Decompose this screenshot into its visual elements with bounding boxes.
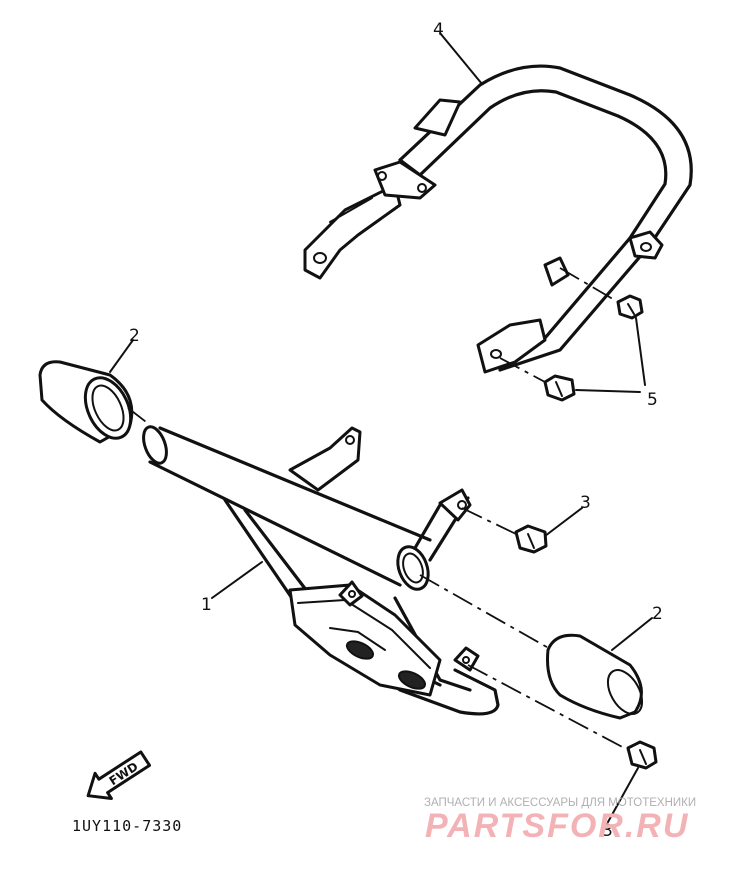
- end-cap-part-2-left: [38, 360, 134, 444]
- bolt-part-5-upper: [616, 294, 644, 320]
- callout-3-upper: 3: [580, 493, 591, 513]
- watermark-tagline: ЗАПЧАСТИ И АКСЕССУАРЫ ДЛЯ МОТОТЕХНИКИ: [424, 797, 696, 809]
- callout-1: 1: [201, 595, 212, 615]
- callout-5: 5: [647, 390, 658, 410]
- bolt-part-3-upper: [514, 524, 548, 554]
- watermark-brand: PARTSFOR.RU: [425, 807, 689, 845]
- bolt-part-5-lower: [543, 374, 576, 402]
- diagram-code: 1UY110-7330: [72, 817, 182, 835]
- front-bumper-part-1: [142, 425, 500, 716]
- callout-2-left: 2: [129, 326, 140, 346]
- forward-direction-arrow: FWD: [86, 750, 152, 800]
- rear-grab-bar-part-4: [303, 64, 693, 374]
- callout-4: 4: [433, 20, 444, 40]
- callout-3-lower: 3: [602, 821, 613, 841]
- end-cap-part-2-right: [546, 633, 644, 720]
- bolt-part-3-lower: [626, 740, 658, 770]
- callout-2-right: 2: [652, 604, 663, 624]
